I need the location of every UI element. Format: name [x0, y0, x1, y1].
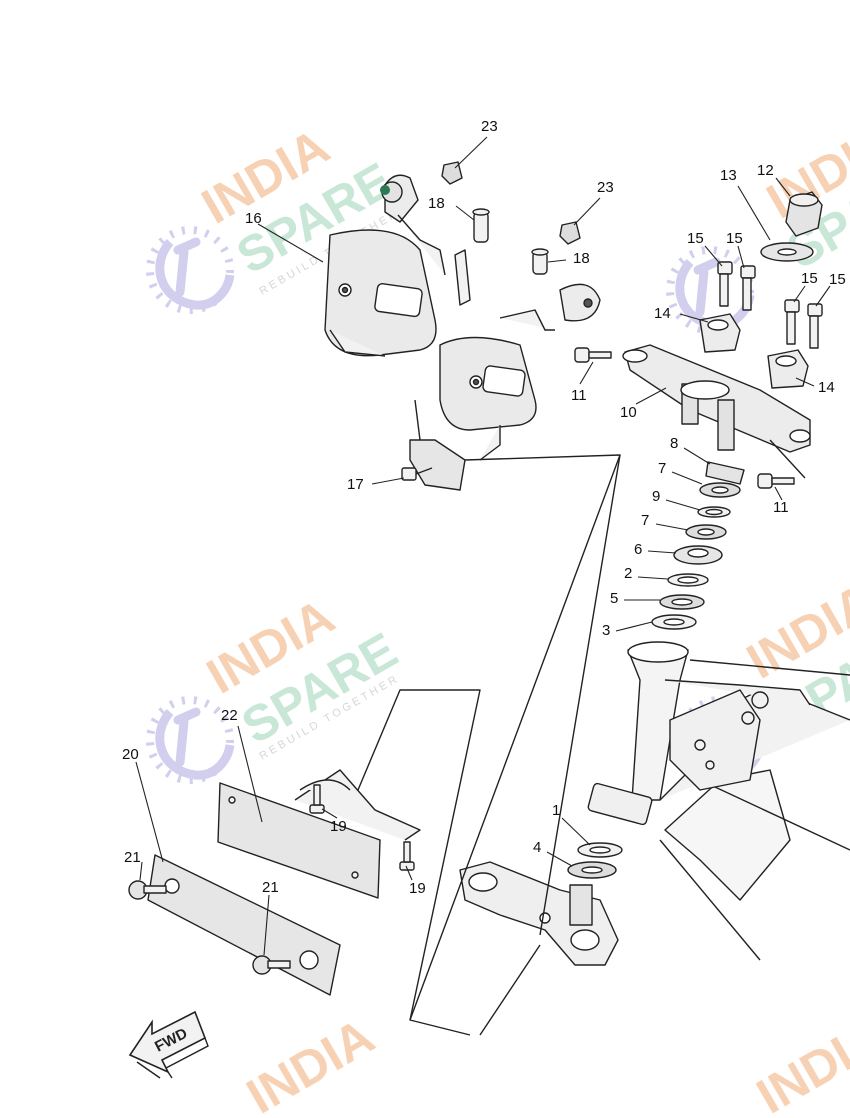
callout-5: 5 [610, 590, 619, 607]
callout-6: 6 [634, 541, 643, 558]
part-7-washer-upper [699, 482, 741, 498]
watermark-text-india: INDIA [748, 1008, 850, 1118]
part-8-ring-nut [705, 461, 745, 485]
part-15-bolt-c [784, 299, 800, 345]
callout-23: 23 [481, 118, 498, 135]
part-15-bolt-d [807, 303, 823, 349]
part-23-grommet-b [559, 221, 581, 245]
watermark-group-right: INDIA SPARE [670, 113, 850, 330]
callout-16: 16 [245, 210, 262, 227]
callout-2: 2 [624, 565, 633, 582]
part-19-screw-b [399, 841, 415, 871]
callout-18: 18 [428, 195, 445, 212]
callout-19: 19 [409, 880, 426, 897]
part-15-bolt-b [740, 265, 756, 311]
callout-1: 1 [552, 802, 561, 819]
part-2-race [667, 573, 709, 587]
part-22-plate [217, 769, 421, 899]
callout-20: 20 [122, 746, 139, 763]
callout-7: 7 [641, 512, 650, 529]
watermark-text-india: INDIA [238, 1008, 384, 1118]
callout-21: 21 [124, 849, 141, 866]
parts-artwork [128, 161, 850, 1036]
part-17-bolt [401, 467, 433, 481]
part-11-bolt-b [757, 473, 795, 489]
part-20-guard [147, 854, 341, 996]
callout-18: 18 [573, 250, 590, 267]
callout-10: 10 [620, 404, 637, 421]
leader-lines [135, 136, 831, 956]
part-9-washer [697, 506, 731, 518]
frame-gusset [669, 689, 769, 791]
part-6-cover [673, 545, 723, 565]
callout-4: 4 [533, 839, 542, 856]
callout-21: 21 [262, 879, 279, 896]
part-12-nut [785, 191, 823, 237]
part-13-washer [760, 242, 814, 262]
part-19-screw-a [309, 784, 325, 814]
part-10-upper-bracket [622, 344, 811, 453]
under-bracket [459, 861, 619, 966]
callout-14: 14 [818, 379, 835, 396]
part-18-collar-a [472, 208, 490, 243]
fwd-arrow-icon: FWD [128, 1010, 209, 1079]
part-14-holder-right [767, 349, 809, 389]
callout-14: 14 [654, 305, 671, 322]
callout-3: 3 [602, 622, 611, 639]
part-21-screw-a [128, 880, 167, 900]
callout-15: 15 [801, 270, 818, 287]
part-16-bracket-upper-mount [380, 174, 471, 306]
part-18-collar-b [531, 248, 549, 275]
callout-15: 15 [726, 230, 743, 247]
watermark-group-bottom: INDIA INDIA [238, 1008, 850, 1118]
part-16-bracket-right [439, 283, 601, 431]
callout-12: 12 [757, 162, 774, 179]
part-3-race [651, 614, 697, 630]
callout-17: 17 [347, 476, 364, 493]
callout-22: 22 [221, 707, 238, 724]
callout-15: 15 [829, 271, 846, 288]
callout-8: 8 [670, 435, 679, 452]
part-7-washer-lower [685, 524, 727, 540]
part-16-bracket-left [324, 229, 437, 357]
callout-11: 11 [571, 387, 587, 404]
callout-13: 13 [720, 167, 737, 184]
callout-9: 9 [652, 488, 661, 505]
callout-7: 7 [658, 460, 667, 477]
part-16-lower-plate [409, 399, 501, 491]
part-15-bolt-a [717, 261, 733, 307]
part-14-holder-left [699, 313, 741, 353]
callout-19: 19 [330, 818, 347, 835]
part-4-bearing [567, 861, 617, 879]
part-21-screw-b [252, 955, 291, 975]
callout-11: 11 [773, 499, 789, 516]
callout-15: 15 [687, 230, 704, 247]
watermark-group-middle: INDIA SPARE REBUILD TOGETHER [150, 588, 406, 780]
part-5-bearing [659, 594, 705, 610]
part-11-bolt-a [574, 347, 612, 363]
part-1-race [577, 842, 623, 858]
callout-23: 23 [597, 179, 614, 196]
part-23-grommet-a [441, 161, 463, 185]
